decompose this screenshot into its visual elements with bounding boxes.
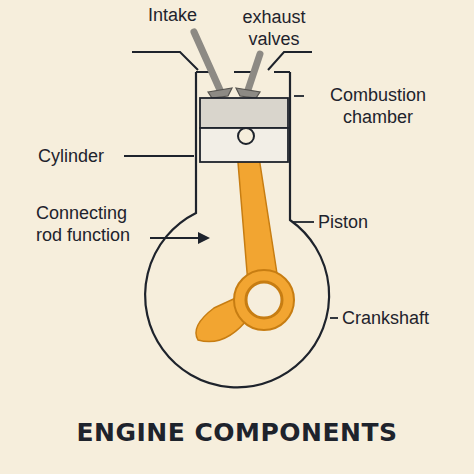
arrow-line <box>150 237 200 239</box>
part-label: Combustion chamber <box>308 84 448 128</box>
leader-line <box>124 155 194 157</box>
leader-line <box>292 221 314 223</box>
exhaust-valve-head <box>236 88 260 98</box>
piston-skirt <box>200 128 288 162</box>
leader-line <box>330 317 338 319</box>
part-label: Crankshaft <box>342 307 452 329</box>
arrow-head <box>198 232 210 244</box>
leader-line <box>294 95 304 97</box>
piston-pin <box>238 128 254 144</box>
part-label: exhaust valves <box>236 6 312 50</box>
intake-port <box>132 52 198 70</box>
cylinder-outline <box>145 72 329 387</box>
part-label: Cylinder <box>38 145 122 167</box>
part-label: Intake <box>148 4 218 26</box>
part-label: Piston <box>318 211 388 233</box>
exhaust-valve-stem <box>248 54 260 90</box>
exhaust-port <box>268 52 312 70</box>
big-end <box>234 270 294 330</box>
part-label: Connecting rod function <box>36 202 144 246</box>
crankpin-hole <box>246 282 282 318</box>
piston-crown <box>200 98 288 128</box>
diagram-title: ENGINE COMPONENTS <box>0 418 474 447</box>
intake-valve-stem <box>194 32 220 90</box>
intake-valve-head <box>208 88 232 98</box>
